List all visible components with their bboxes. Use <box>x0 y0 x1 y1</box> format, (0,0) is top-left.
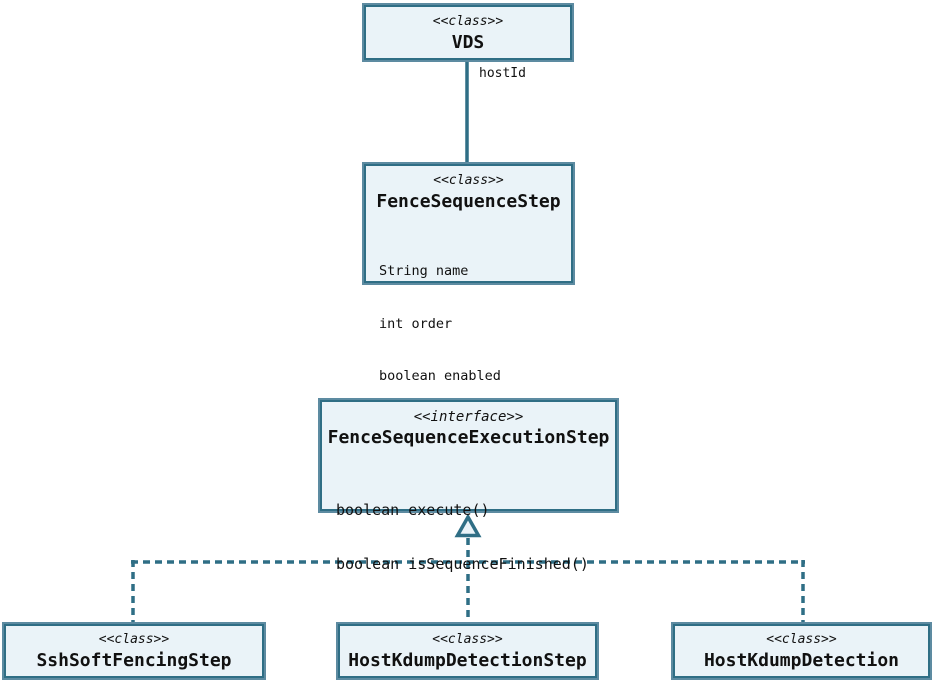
class-node-hostkdumpdetectionstep: <<class>> HostKdumpDetectionStep <box>336 622 599 680</box>
class-node-hostkdumpdetection: <<class>> HostKdumpDetection <box>671 622 932 680</box>
attribute-row: String name <box>379 263 469 279</box>
class-name-vds: VDS <box>451 32 485 53</box>
stereotype-label: <<class>> <box>98 632 170 647</box>
interface-name-fencesequenceexecutionstep: FenceSequenceExecutionStep <box>327 427 610 448</box>
attribute-list: String name int order boolean enabled <box>364 228 573 421</box>
class-node-fencesequencestep: <<class>> FenceSequenceStep String name … <box>362 162 575 384</box>
stereotype-label: <<class>> <box>432 14 504 29</box>
stereotype-label: <<class>> <box>432 632 503 647</box>
stereotype-label: <<interface>> <box>413 409 524 425</box>
class-name-hostkdumpdetection: HostKdumpDetection <box>703 650 900 671</box>
method-row: boolean execute() <box>336 501 490 519</box>
attribute-row: int order <box>379 315 453 332</box>
attribute-row: boolean enabled <box>379 368 501 384</box>
class-name-fencesequencestep: FenceSequenceStep <box>376 191 561 212</box>
interface-node-fencesequenceexecutionstep: <<interface>> FenceSequenceExecutionStep… <box>318 398 619 573</box>
stereotype-label: <<class>> <box>766 632 837 647</box>
method-row: boolean isSequenceFinished() <box>336 555 589 573</box>
class-node-vds: <<class>> VDS <box>362 3 574 62</box>
method-list: boolean execute() boolean isSequenceFini… <box>320 465 617 609</box>
class-node-sshsoftfencingstep: <<class>> SshSoftFencingStep <box>2 622 266 680</box>
association-label-hostid: hostId <box>479 66 526 81</box>
class-name-sshsoftfencingstep: SshSoftFencingStep <box>36 650 232 671</box>
stereotype-label: <<class>> <box>433 173 504 188</box>
class-name-hostkdumpdetectionstep: HostKdumpDetectionStep <box>348 650 587 671</box>
